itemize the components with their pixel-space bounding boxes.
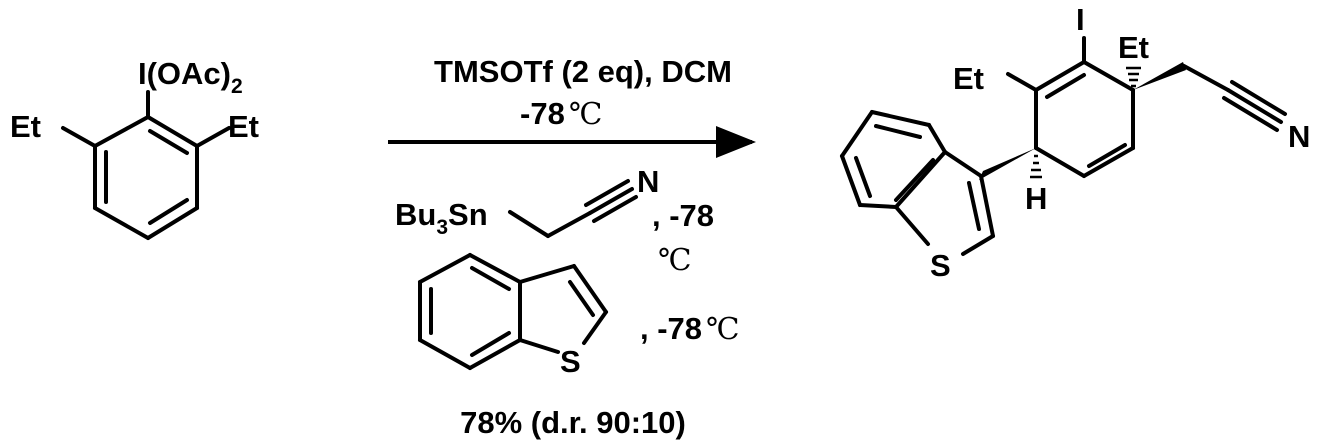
bt-double-bond [470,331,511,357]
reactant-right-ethyl-label: Et [228,109,259,144]
product-nitrile-triple-bond [1230,80,1287,116]
reaction-conditions: TMSOTf (2 eq), DCM -78℃ Bu3Sn N , -78 ℃ [388,54,756,440]
bt-thiophene-bond [518,338,560,354]
bt-ring-bond [468,338,522,370]
product-benzo-double-bond [854,156,872,198]
reactant-left-ethyl-label: Et [10,109,41,144]
product-bt-bond [961,234,995,256]
product-nitrile-triple-bond [1226,88,1283,124]
product-sulfur-label: S [930,248,951,283]
product-bt-bond [979,174,995,238]
product-vinyl-ethyl-bond [1006,72,1038,92]
product-bt-double-bond [967,181,981,231]
nitrile-n-label: N [637,164,659,199]
stannane-subscript: 3 [436,216,448,239]
reactant-molecule: I(OAc)2 Et Et [10,56,259,240]
yield-label: 78% (d.r. 90:10) [460,405,686,440]
product-double-bond [1087,143,1127,168]
product-benzo-bond [894,150,947,209]
stannane-temp-unit: ℃ [658,243,692,278]
product-ring-bond [1082,60,1135,92]
bt-sulfur-label: S [560,344,581,379]
bt-thiophene-bond [572,264,608,314]
product-ring-bond [1034,146,1086,178]
nitrile-triple-bond [592,195,638,223]
reactant-right-ethyl-bond [195,126,231,148]
bt-thiophene-double-bond [568,280,595,317]
product-double-bond [1045,73,1086,99]
reagent-line-2-temp: -78 [520,96,565,131]
reactant-double-bond [148,198,189,225]
nitrile-triple-bond [588,187,634,215]
product-benzo-bond [927,123,947,154]
bt-double-bond [470,266,511,291]
product-iodo-label: I [1076,2,1085,37]
reactant-left-ethyl-bond [61,126,97,148]
product-ch2-wedge [1133,62,1186,90]
reagent-line-2-unit: ℃ [569,97,603,132]
reactant-double-bond [148,129,189,155]
stannane-temp: , -78 [652,198,714,233]
svg-text:Bu3Sn: Bu3Sn [395,197,488,239]
product-bt-bond [943,150,983,178]
product-ring-bond [1082,146,1135,178]
stannane-suffix: Sn [448,197,488,232]
product-quaternary-ethyl-label: Et [1118,30,1149,65]
stannane-bond [546,211,592,238]
product-molecule: I Et Et N H [840,2,1310,283]
product-hydrogen-label: H [1025,181,1047,216]
svg-text:I(OAc)2: I(OAc)2 [138,56,243,98]
product-bt-bond [894,205,930,246]
product-benzo-bond [858,203,898,209]
benzothiophene-reagent: S [418,253,608,379]
reagent-line-1: TMSOTf (2 eq), DCM [434,54,732,89]
reactant-iodine-label: I(OAc) [138,56,231,91]
product-hydrogen-hash [1030,154,1042,179]
bt-ring-bond [418,253,472,284]
product-benzo-bond [840,110,874,158]
product-benzo-bond [840,154,862,207]
reactant-ring-bond [146,115,199,148]
product-vinyl-ethyl-label: Et [953,61,984,96]
svg-text:-78℃: -78℃ [520,96,602,132]
reactant-ring-bond [93,115,150,148]
product-benzo-double-bond [874,124,922,139]
product-nitrile-triple-bond [1222,96,1279,132]
product-benzo-bond [870,110,931,127]
reactant-ring-bond [93,206,150,240]
svg-text:, -78℃: , -78℃ [640,311,740,347]
reactant-iodine-subscript: 2 [231,75,243,98]
reactant-ring-bond [146,206,199,240]
product-ring-bond [1034,60,1086,92]
bt-ring-bond [468,253,522,284]
product-benzo-double-bond [894,158,935,202]
bt-ring-bond [418,338,472,370]
nitrile-triple-bond [584,179,630,207]
product-nitrile-n-label: N [1288,119,1310,154]
stannane-prefix: Bu [395,197,436,232]
bt-thiophene-bond [518,264,576,284]
stannane-bond [508,210,550,238]
product-quaternary-ethyl-hash [1126,66,1141,88]
bt-temp: , -78 [640,311,702,346]
product-ch2-bond [1182,64,1230,92]
bt-temp-unit: ℃ [706,312,740,347]
bt-thiophene-bond [582,310,608,345]
product-aryl-wedge [979,148,1036,180]
